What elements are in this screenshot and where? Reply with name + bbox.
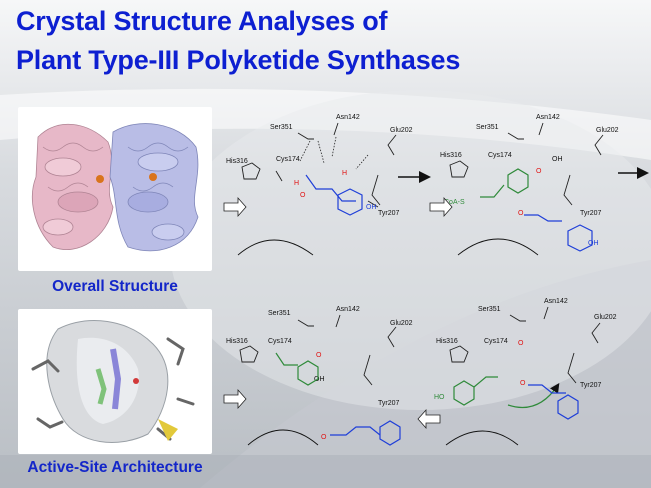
residue-asn142: Asn142 — [336, 306, 360, 313]
oxygen-label: O — [518, 340, 524, 347]
hydrogen-label: H — [294, 180, 299, 187]
residue-tyr207: Tyr207 — [580, 382, 602, 389]
oxygen-label: O — [300, 192, 306, 199]
residue-asn142: Asn142 — [536, 114, 560, 121]
residue-tyr207: Tyr207 — [378, 400, 400, 407]
oh-label: OH — [366, 204, 377, 211]
residue-tyr207: Tyr207 — [378, 210, 400, 217]
residue-his316: His316 — [436, 338, 458, 345]
residue-asn142: Asn142 — [544, 298, 568, 305]
title-line-2: Plant Type-III Polyketide Synthases — [16, 45, 461, 75]
mechanism-step-1: Ser351 Asn142 Glu202 His316 Cys174 Tyr20… — [223, 114, 413, 256]
residue-his316: His316 — [440, 152, 462, 159]
residue-ser351: Ser351 — [476, 124, 499, 131]
oh-label: OH — [588, 240, 599, 247]
residue-glu202: Glu202 — [594, 314, 617, 321]
residue-cys174: Cys174 — [268, 338, 292, 345]
reaction-mechanism-diagram: Ser351 Asn142 Glu202 His316 Cys174 Tyr20… — [223, 114, 649, 446]
residue-ser351: Ser351 — [268, 310, 291, 317]
residue-ser351: Ser351 — [478, 306, 501, 313]
overall-structure-caption: Overall Structure — [52, 278, 178, 295]
mechanism-step-3: Ser351 Asn142 Glu202 His316 Cys174 Tyr20… — [223, 306, 413, 446]
active-site-image — [18, 309, 212, 454]
oxygen-label: O — [321, 434, 327, 441]
protein-ribbon-picture — [32, 123, 199, 252]
residue-glu202: Glu202 — [390, 127, 413, 134]
residue-his316: His316 — [226, 338, 248, 345]
active-site-picture — [31, 320, 195, 443]
mechanism-step-4: Ser351 Asn142 Glu202 His316 Cys174 Tyr20… — [417, 298, 617, 446]
residue-cys174: Cys174 — [488, 152, 512, 159]
oxygen-label: O — [316, 352, 322, 359]
residue-cys174: Cys174 — [276, 156, 300, 163]
oxygen-label: O — [536, 168, 542, 175]
coa-label: CoA-S — [444, 199, 465, 206]
oh-label: OH — [552, 156, 563, 163]
oxygen-label: O — [518, 210, 524, 217]
oh-label: OH — [314, 376, 325, 383]
mechanism-step-2: Ser351 Asn142 Glu202 His316 Cys174 Tyr20… — [429, 114, 619, 256]
residue-cys174: Cys174 — [484, 338, 508, 345]
overall-structure-image — [18, 107, 212, 271]
ho-label: HO — [434, 394, 445, 401]
hydrogen-label: H — [342, 170, 347, 177]
residue-ser351: Ser351 — [270, 124, 293, 131]
oxygen-label: O — [520, 380, 526, 387]
residue-glu202: Glu202 — [390, 320, 413, 327]
residue-glu202: Glu202 — [596, 127, 619, 134]
residue-tyr207: Tyr207 — [580, 210, 602, 217]
residue-his316: His316 — [226, 158, 248, 165]
title-line-1: Crystal Structure Analyses of — [16, 6, 388, 36]
residue-asn142: Asn142 — [336, 114, 360, 121]
active-site-caption: Active-Site Architecture — [27, 459, 203, 476]
